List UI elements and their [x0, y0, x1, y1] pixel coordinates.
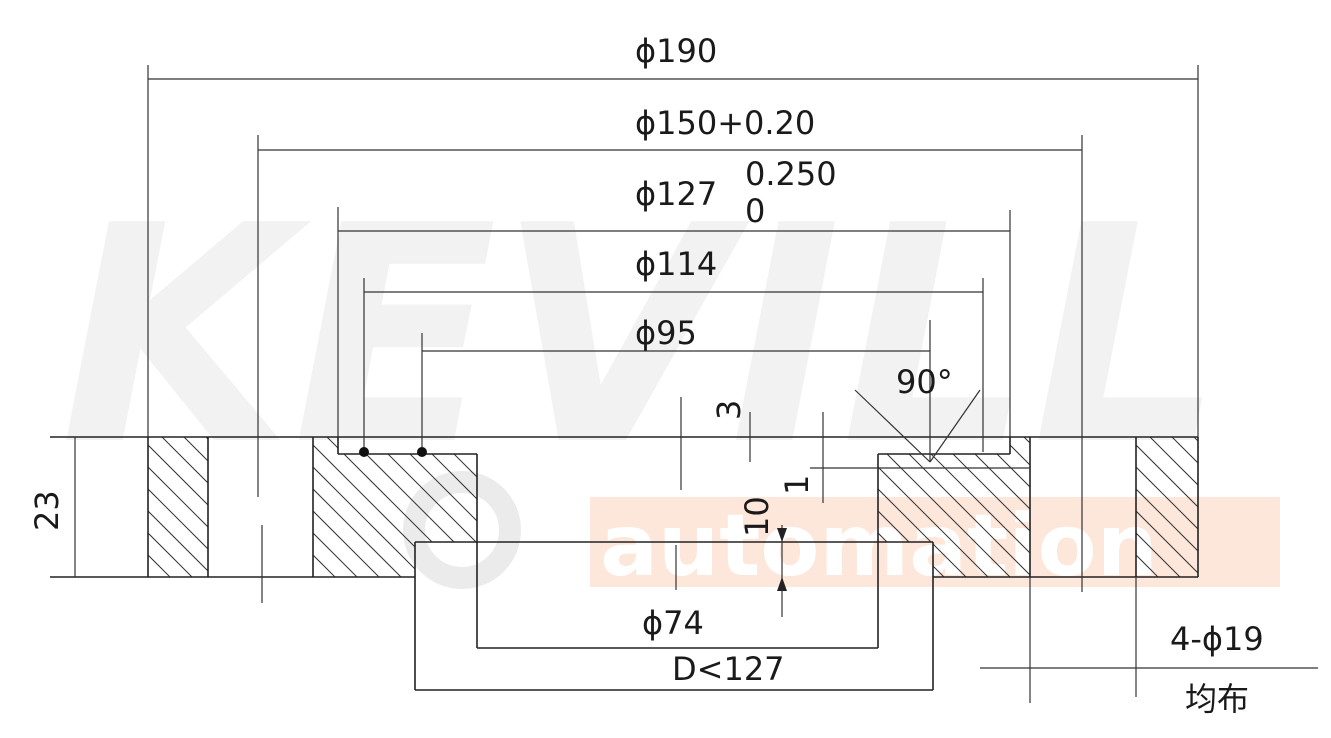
dim-phi127-tol-lower: 0	[745, 192, 765, 230]
dim-depth-1: 1	[778, 475, 816, 495]
flange-section-outline	[50, 389, 1199, 691]
dim-phi127: ϕ127	[635, 175, 717, 213]
dim-depth-3: 3	[710, 400, 748, 420]
watermark-gear-icon	[403, 471, 521, 589]
dimension-labels: ϕ190 ϕ150+0.20 ϕ127 0.250 0 ϕ114 ϕ95 90°…	[28, 32, 1264, 718]
dim-phi95: ϕ95	[635, 314, 697, 352]
dim-phi190: ϕ190	[635, 32, 717, 70]
dim-holes-note: 均布	[1185, 680, 1249, 718]
hatch-right-rim	[1136, 437, 1198, 577]
dim-phi114: ϕ114	[635, 245, 717, 283]
dim-d-less-127: D<127	[672, 650, 785, 688]
dim-thickness-23: 23	[28, 490, 66, 531]
dim-depth-10: 10	[738, 496, 776, 537]
watermark-sub: automation	[600, 496, 1158, 596]
dim-holes: 4-ϕ19	[1170, 620, 1264, 658]
dim-phi127-tol-upper: 0.250	[745, 155, 837, 193]
watermark: KEVILL automation	[60, 162, 1280, 596]
dimension-lines	[74, 65, 1318, 703]
dim-angle: 90°	[896, 363, 953, 401]
dim-phi150: ϕ150+0.20	[635, 104, 815, 142]
dim-phi74: ϕ74	[642, 604, 704, 642]
